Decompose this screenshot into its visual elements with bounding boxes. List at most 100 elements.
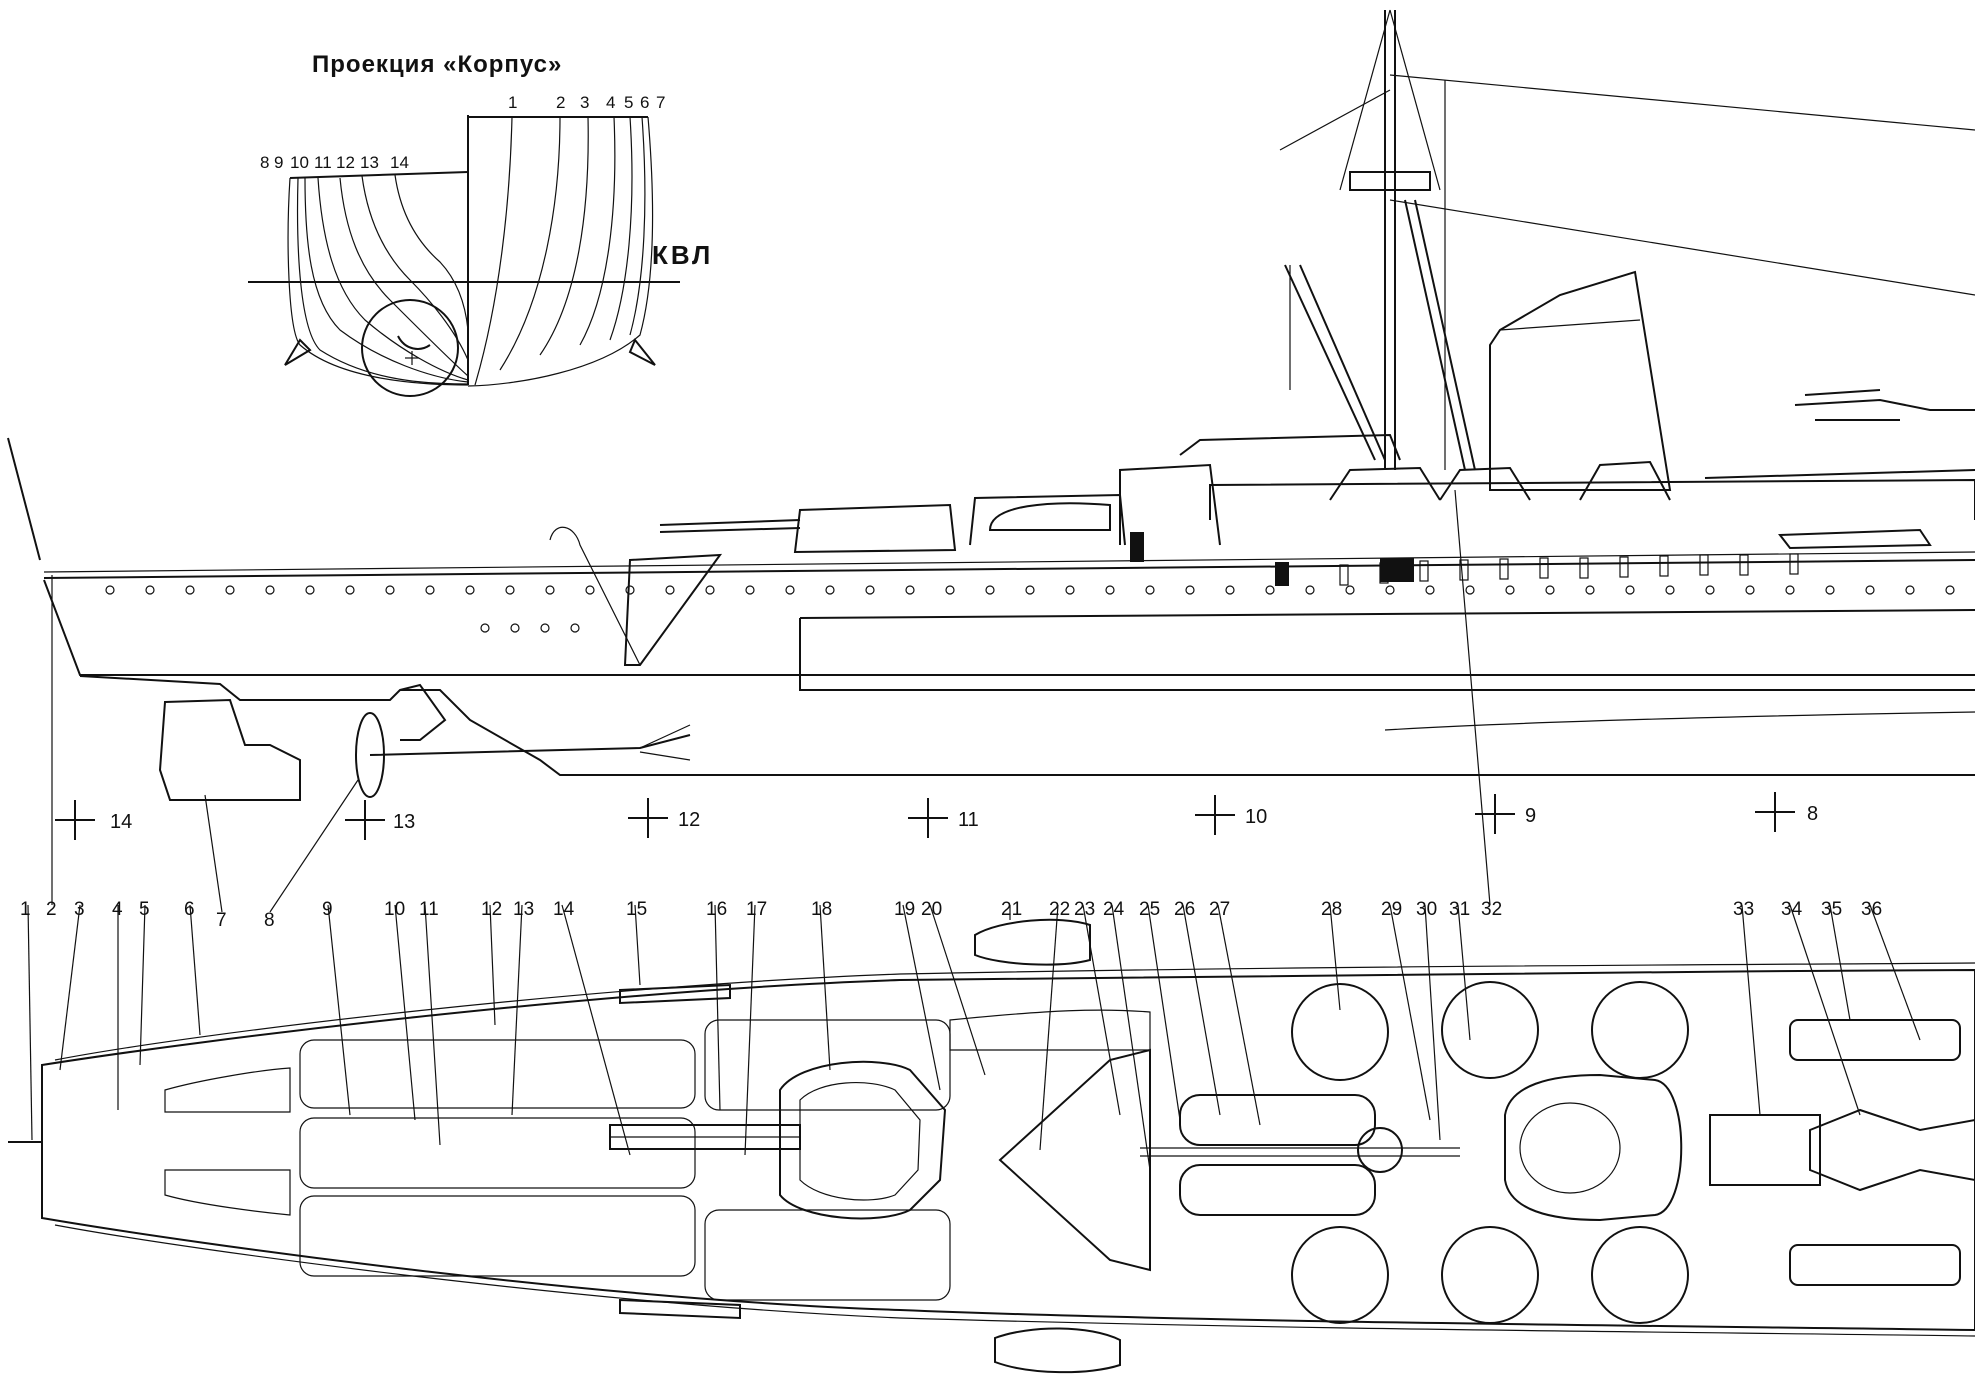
hull-side	[43, 579, 1975, 676]
plan-deck-panels	[164, 1009, 1151, 1301]
plan-boom-15	[619, 983, 731, 1005]
callout-25: 25	[1139, 899, 1160, 920]
svg-text:14: 14	[390, 153, 409, 172]
bridge-base	[1119, 463, 1221, 546]
shroud-1	[1339, 9, 1391, 191]
callout-32: 32	[1481, 899, 1502, 920]
callout-26: 26	[1174, 899, 1195, 920]
svg-text:9: 9	[274, 153, 283, 172]
seaplane-wings	[1804, 389, 1900, 421]
gun-mount-3	[1439, 466, 1531, 501]
ladder-rail-1	[1404, 199, 1466, 471]
plan-catapult	[1809, 1108, 1975, 1192]
callout-36: 36	[1861, 899, 1882, 920]
plan-deckhouse-18	[779, 1060, 947, 1220]
main-deck-line	[43, 559, 1975, 579]
plan-mast-base	[1357, 1127, 1403, 1173]
callout-18: 18	[811, 899, 832, 920]
callout-15: 15	[626, 899, 647, 920]
station-10: 10	[1195, 795, 1267, 835]
svg-text:1: 1	[508, 93, 517, 112]
callout-1: 1	[20, 899, 31, 920]
door-dark-1	[1130, 532, 1144, 562]
svg-text:10: 10	[1245, 806, 1267, 828]
callout-16: 16	[706, 899, 727, 920]
svg-text:6: 6	[640, 93, 649, 112]
side-profile	[7, 9, 1975, 801]
motor-boat	[1778, 528, 1932, 550]
callout-17: 17	[746, 899, 767, 920]
station-8: 8	[1755, 792, 1818, 832]
svg-text:10: 10	[290, 153, 309, 172]
svg-text:8: 8	[1807, 803, 1818, 825]
callout-34: 34	[1781, 899, 1803, 920]
jackstaff	[7, 437, 41, 561]
shaft-bracket-profile	[399, 683, 447, 741]
svg-text:11: 11	[314, 153, 332, 172]
svg-text:4: 4	[606, 93, 615, 112]
upper-boat	[1179, 433, 1401, 461]
svg-text:13: 13	[360, 153, 379, 172]
boat-deck	[969, 493, 1126, 546]
gun-turret	[793, 503, 957, 554]
callout-7: 7	[216, 910, 227, 931]
belt-line-upper	[799, 609, 1975, 619]
callout-3: 3	[74, 899, 85, 920]
aerial-1	[1389, 74, 1975, 131]
gun-mount-4	[1579, 460, 1671, 501]
waterline-label: КВЛ	[652, 240, 713, 270]
station-11: 11	[908, 798, 979, 838]
portholes	[105, 585, 1955, 633]
plan-funnel	[1504, 1073, 1683, 1222]
callout-28: 28	[1321, 899, 1342, 920]
catapult-rail	[1704, 469, 1975, 479]
plan-deckhouse-33	[1709, 1114, 1821, 1186]
aerial-3	[1389, 199, 1975, 296]
stern-frames	[287, 174, 469, 386]
crows-nest	[1349, 171, 1431, 191]
callout-9: 9	[322, 899, 333, 920]
callouts: 1 2 3 4 5 6 7 8 9 10 11 12 13 14 15 16 1…	[20, 489, 1921, 1171]
plan-torpedo-tube-1	[1179, 1094, 1376, 1146]
plan-deck-edge-lower	[54, 1224, 1975, 1337]
deck-plan-view	[8, 918, 1975, 1374]
callout-20: 20	[921, 899, 942, 920]
svg-text:7: 7	[656, 93, 665, 112]
svg-text:9: 9	[1525, 805, 1536, 827]
station-14: 14	[55, 800, 132, 840]
svg-text:13: 13	[393, 811, 415, 833]
callout-24: 24	[1103, 899, 1125, 920]
callout-leaders	[27, 489, 1921, 1171]
callout-21: 21	[1001, 899, 1022, 920]
station-12: 12	[628, 798, 700, 838]
stern-deck-line	[289, 171, 469, 179]
ships-boat	[988, 502, 1111, 531]
svg-text:5: 5	[624, 93, 633, 112]
svg-text:3: 3	[580, 93, 589, 112]
bilge-keel-stern	[284, 338, 312, 366]
seaplane-fuselage	[1794, 398, 1975, 411]
callout-13: 13	[513, 899, 534, 920]
plan-torpedo-tube-2	[1179, 1164, 1376, 1216]
bilge-keel-profile	[1384, 711, 1975, 731]
callout-8: 8	[264, 910, 275, 931]
svg-text:14: 14	[110, 811, 132, 833]
callout-5: 5	[139, 899, 150, 920]
aerial-2	[1279, 89, 1391, 151]
door-dark-2	[1275, 562, 1289, 586]
plan-boom-lower	[619, 1298, 741, 1320]
hull-section-view: Проекция «Корпус»	[248, 51, 713, 397]
funnel	[1489, 270, 1672, 491]
shaft-bracket	[397, 335, 431, 350]
bow-frame-labels: 1 2 3 4 5 6 7	[508, 93, 665, 112]
shroud-2	[1389, 9, 1441, 191]
callout-23: 23	[1074, 899, 1095, 920]
plan-gun-tubs	[1291, 981, 1689, 1324]
deck-rail	[43, 551, 1975, 573]
callout-6: 6	[184, 899, 195, 920]
svg-text:2: 2	[556, 93, 565, 112]
svg-text:12: 12	[678, 809, 700, 831]
rudder	[158, 698, 301, 801]
keel-line	[79, 675, 1975, 776]
